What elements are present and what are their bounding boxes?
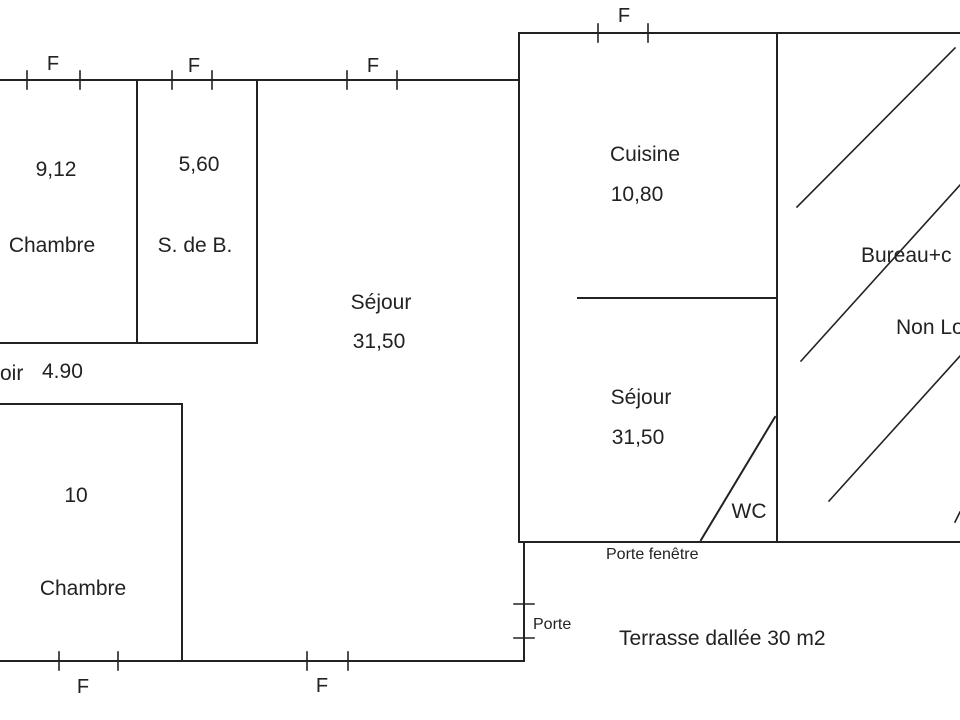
couloir-name: oir <box>0 362 23 385</box>
window-labels: F F F F F F <box>47 5 630 698</box>
sejour-right-name: Séjour <box>611 386 672 409</box>
porte-label: Porte <box>533 616 571 633</box>
window-label: F <box>618 5 630 27</box>
cuisine-area: 10,80 <box>611 183 664 206</box>
window-label: F <box>77 676 89 698</box>
chambre2-area: 10 <box>64 484 87 507</box>
hatch-line-1 <box>795 46 957 209</box>
chambre1-area: 9,12 <box>36 158 77 181</box>
hatching-bureau <box>795 46 960 524</box>
terrasse-label: Terrasse dallée 30 m2 <box>619 627 826 650</box>
hatch-line-4 <box>953 510 960 524</box>
chambre2-name: Chambre <box>40 577 126 600</box>
window-label: F <box>367 55 379 77</box>
wall-wc-diagonal <box>699 415 777 542</box>
room-labels: 9,12 Chambre 5,60 S. de B. oir 4.90 10 C… <box>0 143 960 600</box>
chambre1-name: Chambre <box>9 234 95 257</box>
window-label: F <box>316 675 328 697</box>
sdb-area: 5,60 <box>179 153 220 176</box>
walls-left-block <box>0 79 525 662</box>
bureau-note: Non Lo <box>896 316 960 339</box>
sejour-right-area: 31,50 <box>612 426 665 449</box>
hatch-line-2 <box>799 183 960 363</box>
window-ticks <box>26 23 649 671</box>
window-label: F <box>47 53 59 75</box>
sejour-main-name: Séjour <box>351 291 412 314</box>
bureau-name: Bureau+c <box>861 244 951 267</box>
window-label: F <box>188 55 200 77</box>
sdb-name: S. de B. <box>158 234 233 257</box>
misc-labels: Porte fenêtre Porte Terrasse dallée 30 m… <box>533 546 826 650</box>
porte-fenetre-label: Porte fenêtre <box>606 546 699 563</box>
wc-name: WC <box>732 500 767 523</box>
walls-right-block <box>518 32 960 543</box>
cuisine-name: Cuisine <box>610 143 680 166</box>
couloir-area: 4.90 <box>42 360 83 383</box>
sejour-main-area: 31,50 <box>353 330 406 353</box>
hatch-line-3 <box>827 354 960 503</box>
